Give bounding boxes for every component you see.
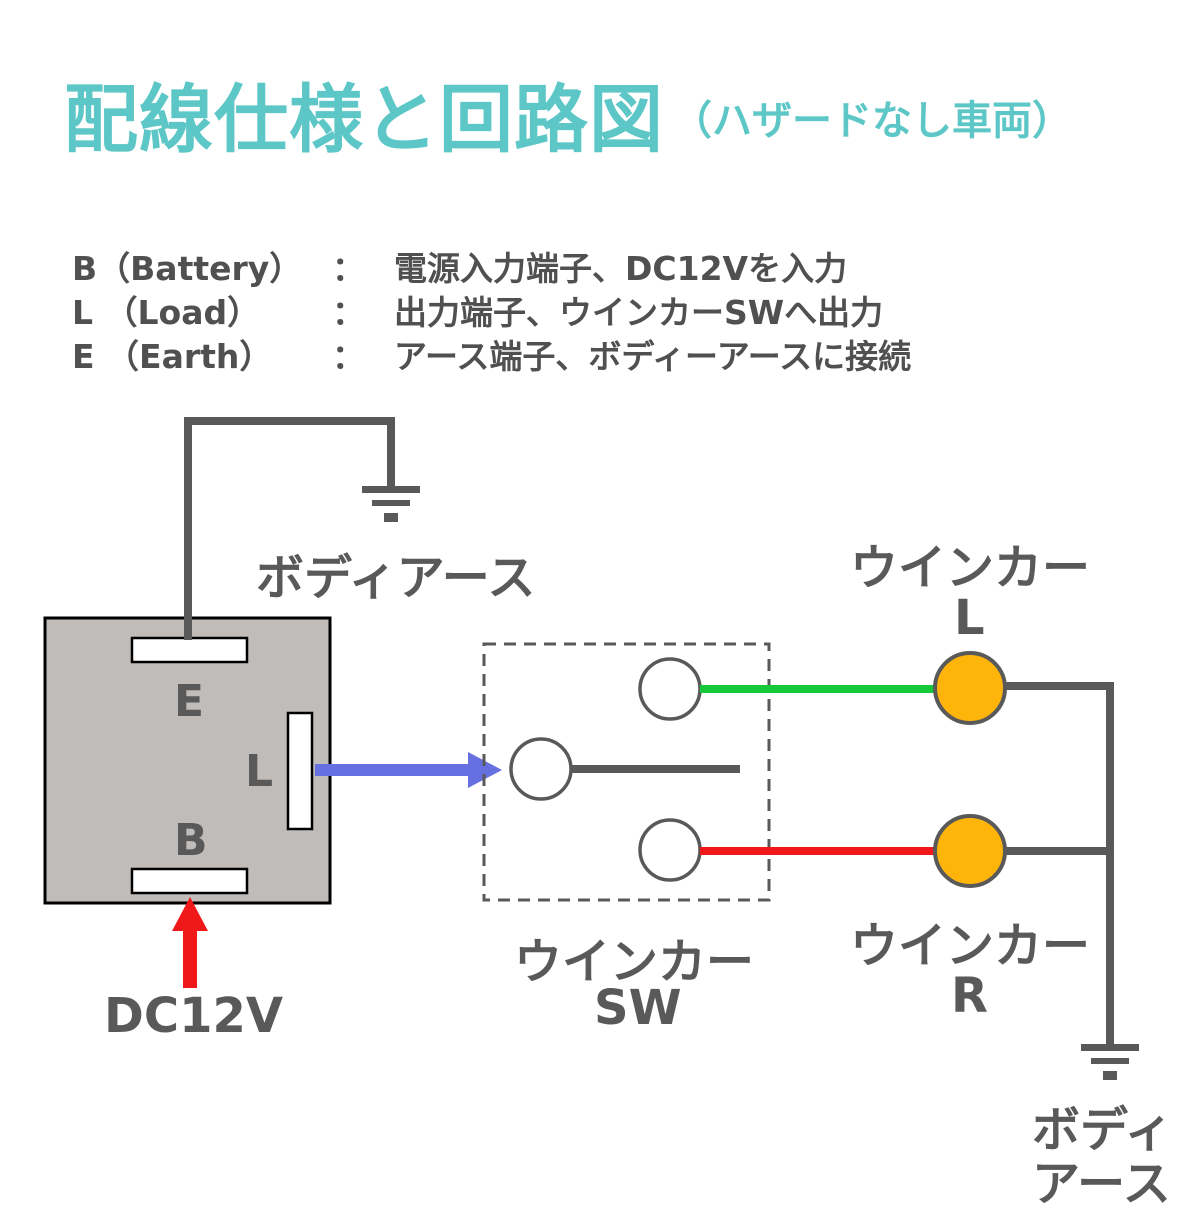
legend-description: 電源入力端子、DC12Vを入力 [394,249,848,288]
legend-colon: ： [332,249,365,288]
blinker-lamp-right-icon [933,814,1007,888]
body-earth-bottom-label-line1: ボディ [1032,1102,1173,1158]
page-subtitle: （ハザードなし車両） [672,98,1072,144]
body-earth-bottom-label-line2: アース [1032,1156,1171,1212]
blinker-left-label-line2: L [954,590,985,646]
earth-wire-top [184,417,395,640]
switch-left-contact [638,657,702,721]
blinker-left-label-line1: ウインカー [850,540,1091,596]
legend-description: アース端子、ボディーアースに接続 [394,337,912,376]
switch-common-contact [509,737,573,801]
terminal-l-label: L [245,746,274,797]
lamp-return-wire [1005,682,1114,1046]
ground-symbol-top-icon [362,486,420,522]
legend-colon: ： [332,293,365,332]
terminal-b-blade [130,867,249,895]
dc-input-arrow-icon [172,897,208,988]
terminal-e-blade [130,636,249,664]
terminal-b-label: B [174,815,208,866]
legend-key: B（Battery） [72,249,303,288]
switch-label-line2: SW [594,980,682,1036]
legend-key: L （Load） [72,293,261,332]
blinker-lamp-left-icon [933,651,1007,725]
body-earth-top-label: ボディアース [256,550,536,606]
ground-symbol-bottom-icon [1081,1044,1139,1080]
legend-description: 出力端子、ウインカーSWへ出力 [394,293,884,332]
terminal-l-blade [286,711,314,831]
blinker-switch-box [482,642,771,902]
switch-label-line1: ウインカー [514,934,755,990]
blinker-right-label-line1: ウインカー [850,918,1091,974]
blinker-right-label-line2: R [951,968,988,1024]
page-title: 配線仕様と回路図 [64,77,664,163]
terminal-e-label: E [174,676,205,727]
switch-right-contact [638,818,702,882]
dc12v-label: DC12V [104,988,284,1044]
load-output-arrow-icon [315,752,502,788]
legend-key: E （Earth） [72,337,273,376]
legend-colon: ： [332,337,365,376]
